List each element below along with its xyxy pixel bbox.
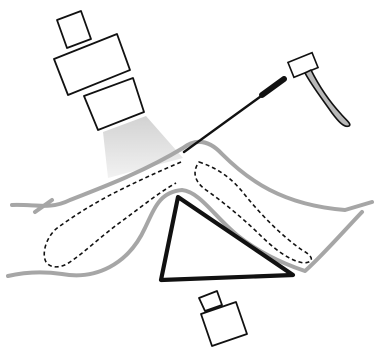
insertion-wire <box>182 76 287 154</box>
device-bottom-cap <box>198 290 223 312</box>
device-bottom-body <box>200 301 248 347</box>
imaging-device-lower <box>198 290 248 347</box>
leg-lower-contour <box>6 188 364 278</box>
leg-outline <box>6 139 374 278</box>
leg-contour-hip-detail <box>33 198 54 214</box>
imaging-beam <box>103 116 183 178</box>
wire-handle <box>259 76 287 98</box>
tibia-dashed-outline <box>194 161 313 264</box>
mallet-handle <box>304 69 351 128</box>
device-top-emitter <box>83 77 145 131</box>
bone-outline <box>43 161 313 268</box>
device-top-cap <box>56 10 92 49</box>
mallet <box>286 51 351 128</box>
positioning-triangle <box>158 194 296 283</box>
device-top-body <box>53 33 131 96</box>
femur-dashed-outline <box>43 161 182 268</box>
wire-shaft <box>182 92 266 154</box>
imaging-device-upper <box>53 10 145 131</box>
leg-upper-contour <box>10 139 374 212</box>
